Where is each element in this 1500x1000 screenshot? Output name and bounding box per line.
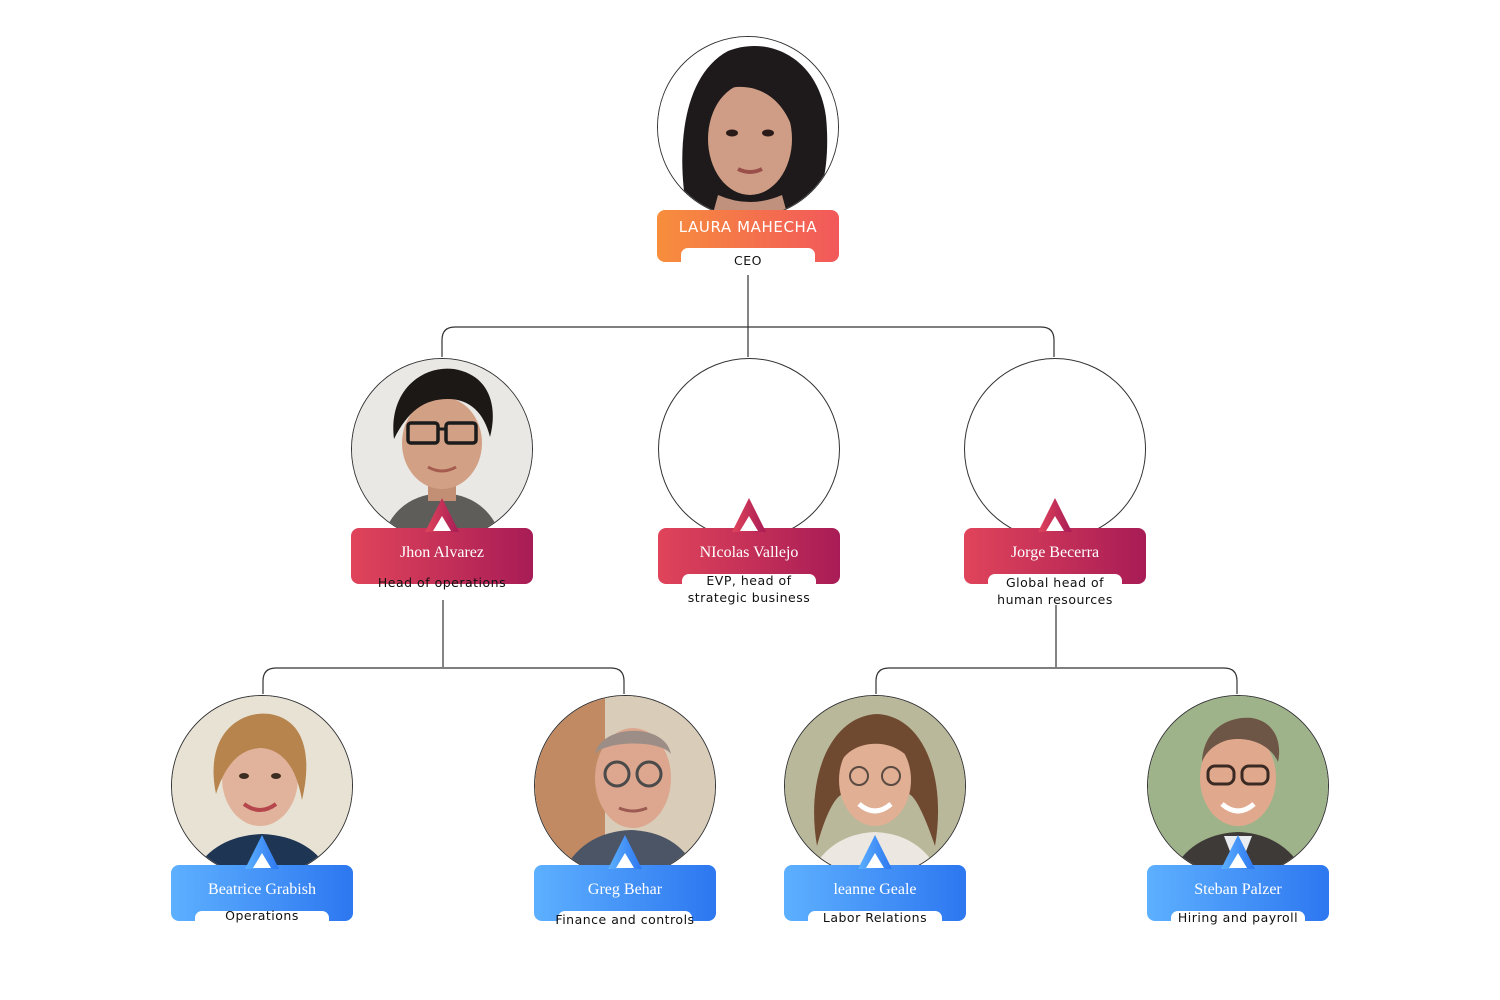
title-tab — [988, 574, 1122, 588]
up-arrow-icon — [253, 853, 271, 868]
operations-connector — [262, 600, 625, 694]
executive-name: NIcolas Vallejo — [699, 544, 799, 561]
staff-title: Operations — [225, 908, 299, 923]
up-arrow-icon — [1046, 516, 1064, 531]
executive-banner: Jhon Alvarez — [351, 498, 533, 584]
staff-banner: Steban Palzer — [1147, 835, 1329, 925]
woman-blonde-photo — [172, 696, 352, 876]
title-line: EVP, head of — [706, 573, 792, 588]
ceo-title: CEO — [734, 253, 762, 268]
staff-title: Finance and controls — [555, 912, 695, 927]
up-arrow-icon — [616, 853, 634, 868]
ceo-connector — [441, 275, 1055, 357]
staff-name: Greg Behar — [587, 881, 663, 898]
executive-title: Head of operations — [351, 574, 533, 591]
ceo-name: LAURA MAHECHA — [678, 218, 818, 236]
older-man-glasses-photo — [535, 696, 715, 876]
staff-name: leanne Geale — [833, 881, 917, 898]
up-arrow-icon — [740, 516, 758, 531]
up-arrow-icon — [433, 516, 451, 531]
title-tab — [681, 248, 815, 262]
woman-dark-hair-photo — [658, 37, 838, 217]
woman-curly-hair-photo — [785, 696, 965, 876]
up-arrow-icon — [866, 853, 884, 868]
executive-name: Jorge Becerra — [1010, 544, 1100, 561]
executive-title: Global head of human resources — [964, 574, 1146, 608]
avatar-ceo — [657, 36, 839, 218]
staff-name: Beatrice Grabish — [208, 881, 316, 898]
ceo-banner: LAURA MAHECHA — [657, 210, 839, 262]
executive-banner: NIcolas Vallejo — [658, 498, 840, 588]
staff-title: Labor Relations — [822, 910, 928, 925]
title-tab — [1171, 911, 1305, 925]
avatar-greg-behar — [534, 695, 716, 877]
up-arrow-icon — [1229, 853, 1247, 868]
executive-title: EVP, head of strategic business — [658, 572, 840, 606]
staff-title: Hiring and payroll — [1177, 910, 1299, 925]
hr-connector — [875, 605, 1238, 694]
executive-name: Jhon Alvarez — [400, 544, 484, 561]
title-tab — [195, 911, 329, 925]
title-tab — [808, 911, 942, 925]
title-line: human resources — [997, 592, 1113, 607]
title-line: Global head of — [1005, 575, 1105, 590]
title-tab — [558, 911, 692, 925]
staff-name: Steban Palzer — [1194, 881, 1282, 898]
title-tab — [682, 574, 816, 588]
title-line: strategic business — [687, 590, 811, 605]
title-line: Head of operations — [377, 575, 507, 590]
